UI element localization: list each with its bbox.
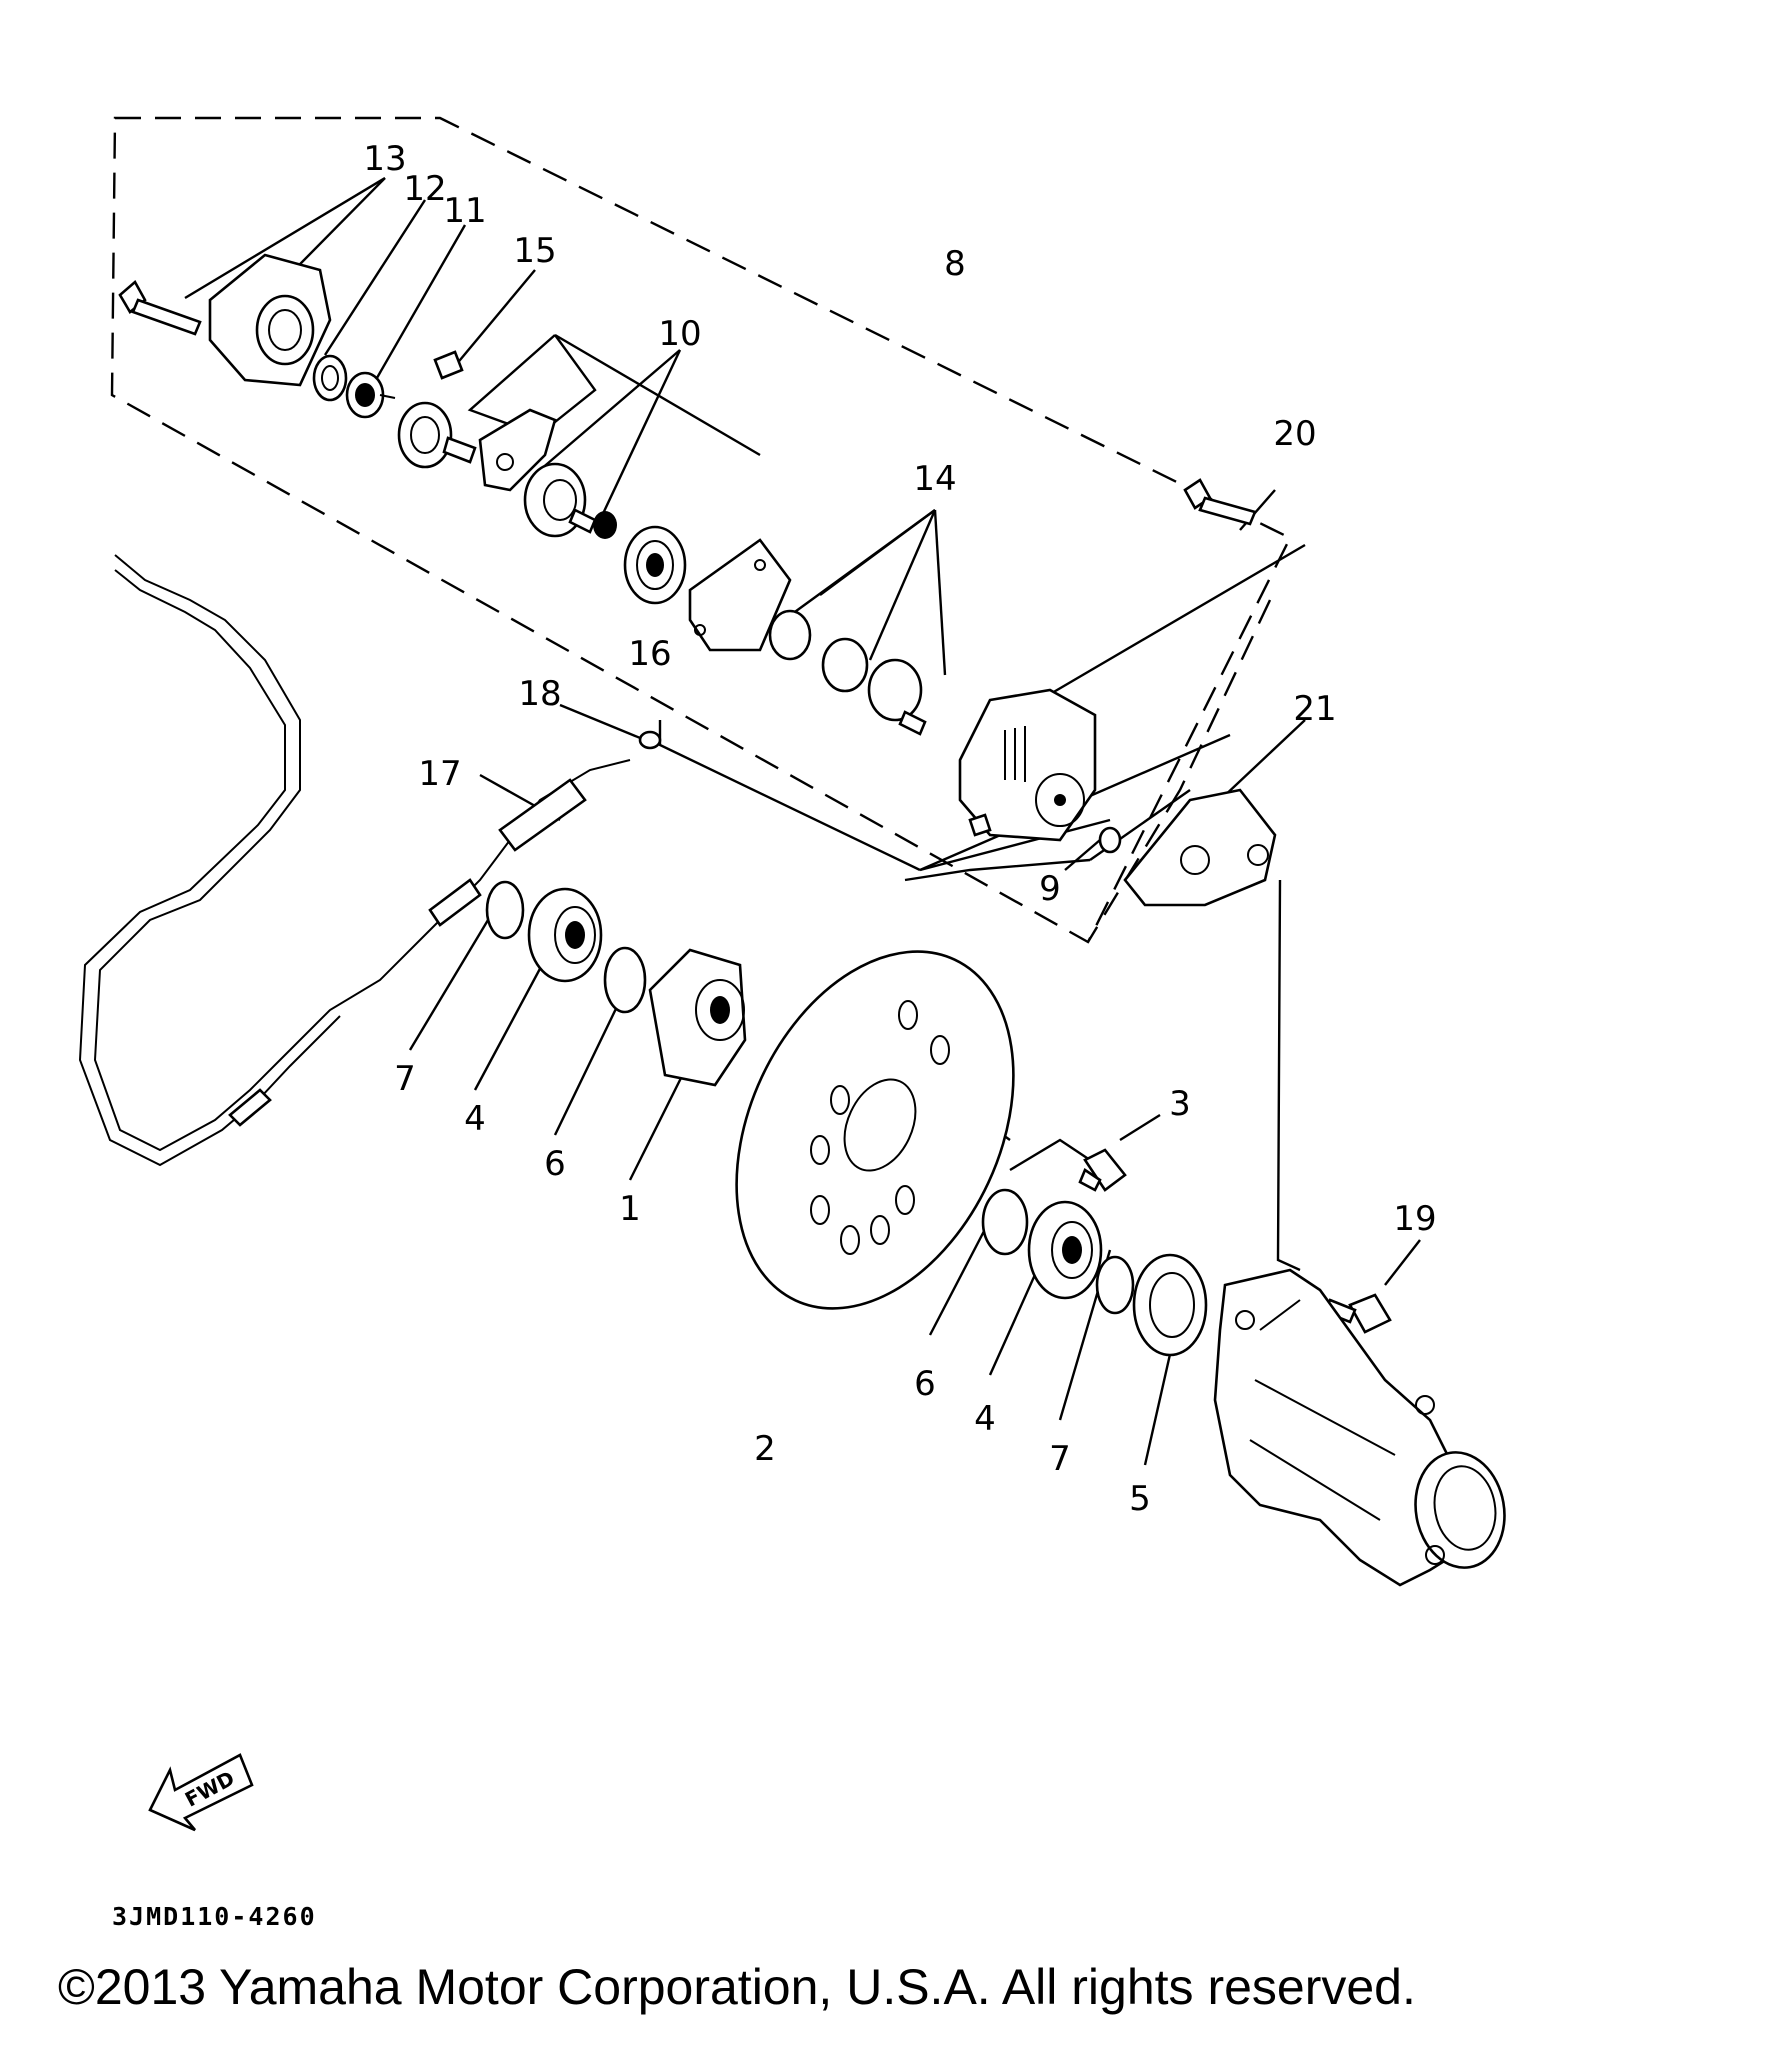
callout-1: 1 bbox=[619, 1189, 641, 1229]
callout-17: 17 bbox=[418, 754, 461, 794]
callout-21: 21 bbox=[1293, 689, 1336, 729]
bleeder-9 bbox=[1098, 826, 1122, 854]
callout-6: 6 bbox=[544, 1144, 566, 1184]
callout-19: 19 bbox=[1393, 1199, 1436, 1239]
callout-8: 8 bbox=[944, 244, 966, 284]
seal-4-left bbox=[527, 887, 603, 983]
callout-6b: 6 bbox=[914, 1364, 936, 1404]
assembly-8-boundary bbox=[110, 116, 1292, 944]
copyright-notice: ©2013 Yamaha Motor Corporation, U.S.A. A… bbox=[58, 1959, 1416, 2015]
o-ring-7-right bbox=[1095, 1255, 1135, 1315]
brake-cable-17 bbox=[78, 554, 631, 1167]
callout-11: 11 bbox=[443, 191, 486, 231]
callout-7: 7 bbox=[394, 1059, 416, 1099]
seal-5 bbox=[1132, 1253, 1208, 1357]
callout-14: 14 bbox=[913, 459, 956, 499]
o-ring-6-right bbox=[981, 1188, 1029, 1256]
end-cover-13 bbox=[208, 253, 332, 387]
plate-10 bbox=[478, 408, 557, 492]
hub-1 bbox=[648, 948, 747, 1087]
callout-4b: 4 bbox=[974, 1399, 996, 1439]
caliper-body-8 bbox=[958, 688, 1097, 842]
axle-housing bbox=[1213, 1268, 1506, 1587]
callout-18: 18 bbox=[518, 674, 561, 714]
bearing-11 bbox=[345, 371, 396, 419]
pump-rotor-10 bbox=[397, 401, 477, 469]
fwd-arrow-icon: FWD bbox=[148, 1753, 254, 1832]
diagram-code: 3JMD110-4260 bbox=[112, 1902, 317, 1931]
callout-12: 12 bbox=[403, 169, 446, 209]
callout-5: 5 bbox=[1129, 1479, 1151, 1519]
bolt-13 bbox=[118, 279, 202, 336]
seal-4-right bbox=[1027, 1200, 1103, 1300]
seal-12 bbox=[312, 354, 348, 402]
callout-10: 10 bbox=[658, 314, 701, 354]
spring-10 bbox=[593, 511, 617, 539]
callout-3: 3 bbox=[1169, 1084, 1191, 1124]
plug-14 bbox=[867, 658, 927, 736]
callout-16: 16 bbox=[628, 634, 671, 674]
clip-18 bbox=[638, 730, 662, 750]
bolt-20 bbox=[1183, 478, 1257, 526]
bolt-3 bbox=[1078, 1148, 1127, 1192]
o-ring-6-left bbox=[603, 946, 647, 1014]
o-ring-7-left bbox=[485, 880, 525, 940]
gasket-14 bbox=[688, 538, 792, 652]
bearing-16 bbox=[623, 525, 687, 605]
o-ring-14 bbox=[768, 609, 812, 661]
bracket-21 bbox=[1123, 788, 1277, 907]
brake-disc-2 bbox=[735, 950, 1015, 1310]
callout-9: 9 bbox=[1039, 869, 1061, 909]
pin-15 bbox=[433, 350, 464, 380]
bolt-19 bbox=[1323, 1293, 1392, 1334]
cap-14 bbox=[821, 637, 869, 693]
assembly-8-inner-boundary bbox=[1086, 599, 1272, 943]
callout-labels: 13 12 11 15 10 8 20 14 16 18 21 17 9 7 4… bbox=[363, 139, 1436, 1519]
callout-15: 15 bbox=[513, 231, 556, 271]
callout-2: 2 bbox=[754, 1429, 776, 1469]
rotor-assembly-10 bbox=[523, 462, 597, 538]
callout-4: 4 bbox=[464, 1099, 486, 1139]
callout-13: 13 bbox=[363, 139, 406, 179]
callout-20: 20 bbox=[1273, 414, 1316, 454]
callout-7b: 7 bbox=[1049, 1439, 1071, 1479]
